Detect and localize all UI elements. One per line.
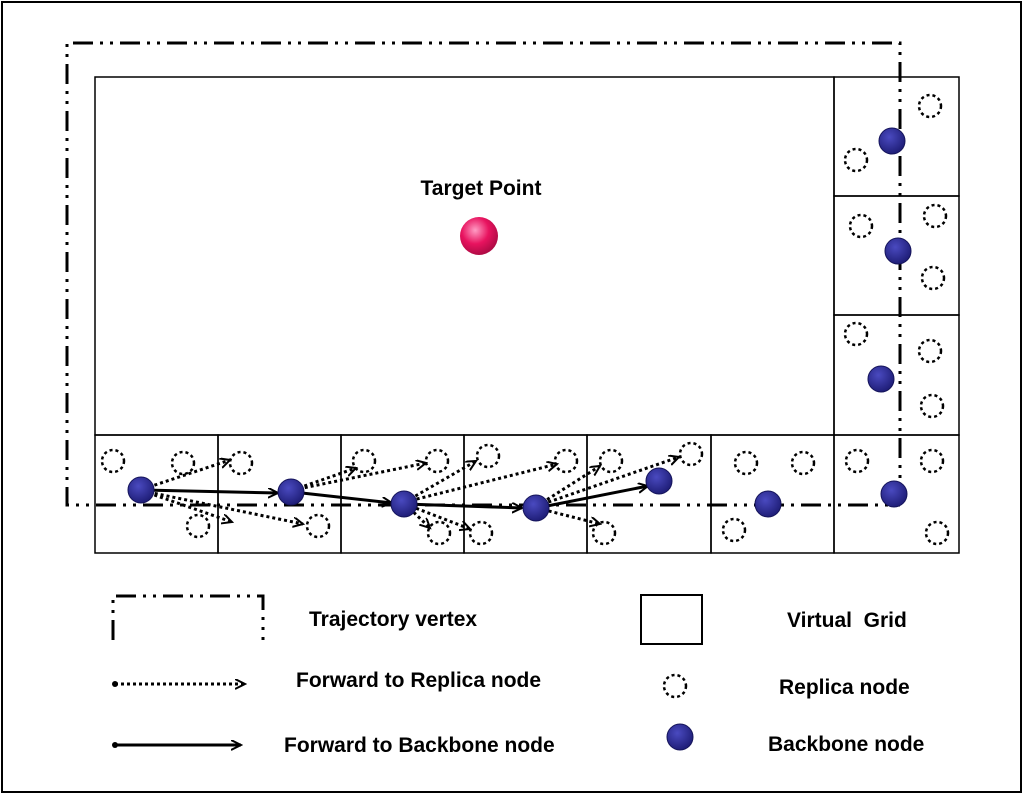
replica-node bbox=[553, 448, 579, 474]
legend-backbone-forward-label: Forward to Backbone node bbox=[284, 734, 555, 757]
replica-forward-arrow bbox=[292, 463, 426, 492]
bottom-grid-row bbox=[94, 434, 960, 554]
legend-trajectory-swatch bbox=[111, 594, 265, 640]
replica-node bbox=[424, 448, 450, 474]
backbone-forward-arrow bbox=[536, 486, 648, 510]
legend-replica-node-label: Replica node bbox=[779, 676, 910, 699]
replica-nodes bbox=[100, 93, 950, 546]
trajectory-path bbox=[65, 41, 902, 507]
replica-node bbox=[426, 520, 452, 546]
replica-node bbox=[591, 520, 617, 546]
replica-forward-arrows bbox=[142, 457, 679, 529]
replica-node bbox=[598, 448, 624, 474]
backbone-node bbox=[754, 490, 782, 518]
legend-virtual-grid-label: Virtual Grid bbox=[787, 609, 907, 632]
replica-forward-arrow bbox=[536, 464, 600, 508]
backbone-node bbox=[880, 480, 908, 508]
backbone-node bbox=[645, 467, 673, 495]
backbone-node bbox=[884, 237, 912, 265]
replica-node bbox=[468, 520, 494, 546]
backbone-node bbox=[878, 127, 906, 155]
backbone-node bbox=[127, 476, 155, 504]
replica-node bbox=[843, 147, 869, 173]
legend-replica-forward-label: Forward to Replica node bbox=[296, 669, 541, 692]
backbone-nodes bbox=[127, 127, 912, 522]
target-region bbox=[94, 76, 835, 436]
legend-backbone-node-swatch bbox=[666, 723, 694, 751]
replica-node bbox=[924, 520, 950, 546]
backbone-node bbox=[277, 478, 305, 506]
backbone-node bbox=[390, 490, 418, 518]
backbone-node bbox=[522, 494, 550, 522]
replica-node bbox=[790, 450, 816, 476]
replica-node bbox=[917, 338, 943, 364]
replica-node bbox=[844, 448, 870, 474]
replica-node bbox=[100, 448, 126, 474]
replica-forward-arrow bbox=[404, 464, 557, 504]
target-point-label: Target Point bbox=[421, 177, 542, 200]
replica-node bbox=[920, 265, 946, 291]
replica-forward-arrow bbox=[536, 457, 679, 508]
right-grid-column bbox=[833, 76, 960, 436]
replica-forward-arrow bbox=[292, 468, 356, 492]
replica-node bbox=[917, 93, 943, 119]
virtual-grid-cell bbox=[833, 314, 960, 436]
replica-forward-arrow bbox=[142, 489, 232, 522]
replica-node bbox=[475, 443, 501, 469]
legend: Trajectory vertex Forward to Replica nod… bbox=[111, 594, 924, 757]
replica-node bbox=[678, 441, 704, 467]
replica-node bbox=[919, 448, 945, 474]
legend-replica-node-swatch bbox=[662, 673, 688, 699]
legend-backbone-node-label: Backbone node bbox=[768, 733, 924, 756]
legend-virtual-grid-swatch bbox=[640, 594, 703, 645]
target-point-marker bbox=[460, 217, 498, 255]
backbone-forward-arrow bbox=[292, 490, 392, 503]
replica-node bbox=[170, 450, 196, 476]
replica-forward-arrow bbox=[404, 459, 476, 504]
legend-trajectory-label: Trajectory vertex bbox=[309, 608, 477, 631]
replica-node bbox=[733, 450, 759, 476]
replica-node bbox=[305, 513, 331, 539]
replica-node bbox=[843, 321, 869, 347]
replica-node bbox=[919, 393, 945, 419]
backbone-forward-arrows bbox=[142, 486, 648, 510]
replica-forward-arrow bbox=[536, 506, 600, 524]
backbone-forward-arrow bbox=[142, 490, 278, 493]
replica-node bbox=[721, 517, 747, 543]
backbone-forward-arrow bbox=[404, 502, 522, 508]
replica-node bbox=[848, 213, 874, 239]
replica-node bbox=[185, 513, 211, 539]
replica-node bbox=[922, 203, 948, 229]
replica-node bbox=[351, 448, 377, 474]
replica-node bbox=[228, 450, 254, 476]
backbone-node bbox=[867, 365, 895, 393]
